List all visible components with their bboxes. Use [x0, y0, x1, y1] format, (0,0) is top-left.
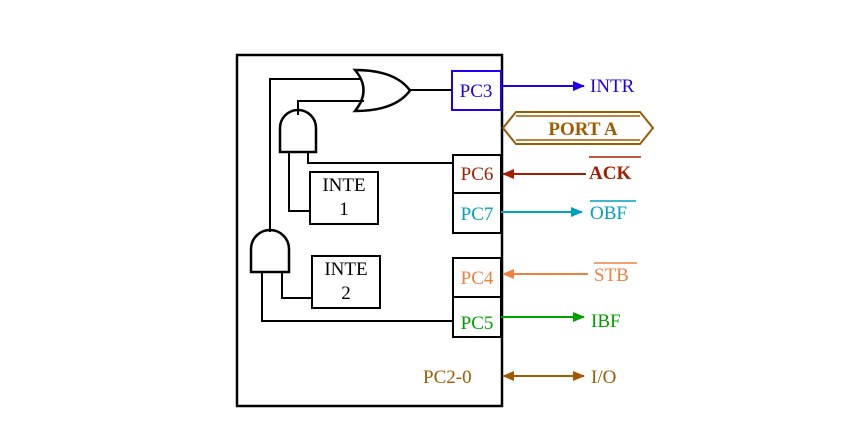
pc5-label: PC5: [461, 313, 494, 334]
port-a-bus-arrow: [501, 111, 655, 145]
pc7-box: [452, 192, 502, 234]
io-label: I/O: [591, 367, 616, 388]
inte1-label-line2: 1: [339, 199, 349, 220]
internal-wiring: [261, 78, 452, 322]
obf-label: OBF: [590, 203, 627, 224]
and-gate-1: [278, 108, 318, 154]
or-gate: [352, 68, 412, 113]
and-gate-2: [249, 228, 291, 274]
pc3-label: PC3: [460, 81, 493, 102]
pc6-box: [452, 154, 502, 194]
pc4-label: PC4: [461, 268, 494, 289]
inte1-box: [309, 171, 379, 225]
pc7-label: PC7: [461, 204, 494, 225]
intr-label: INTR: [590, 76, 635, 97]
pc6-label: PC6: [461, 164, 494, 185]
pc3-box: [451, 70, 502, 111]
inte2-box: [311, 255, 381, 309]
pc2-0-label: PC2-0: [423, 367, 472, 388]
ack-label: ACK: [589, 163, 631, 184]
stb-label: STB: [594, 265, 629, 286]
inte2-label-line2: 2: [341, 283, 351, 304]
ibf-label: IBF: [591, 311, 621, 332]
port-a-label: PORT A: [548, 119, 617, 140]
inte1-label-line1: INTE: [322, 175, 365, 196]
inte2-label-line1: INTE: [324, 259, 367, 280]
pc4-box: [452, 257, 502, 298]
